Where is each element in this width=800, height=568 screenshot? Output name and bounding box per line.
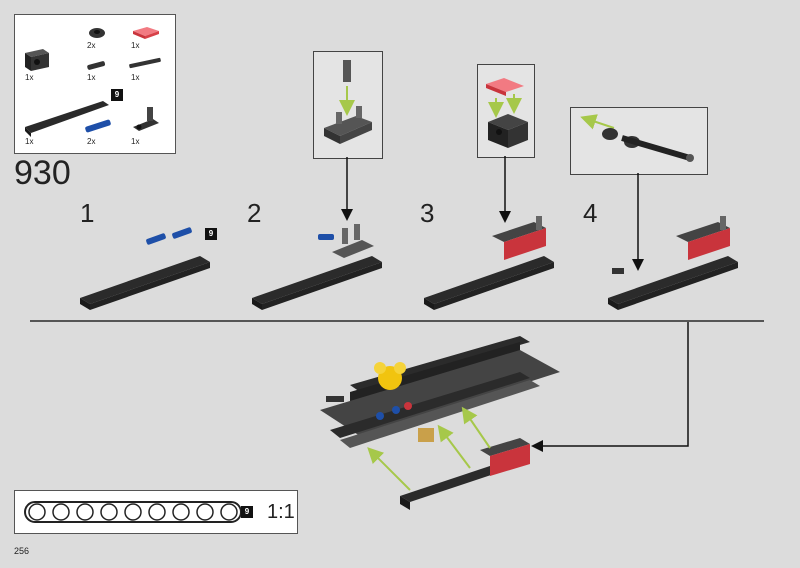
parts-qty: 2x (87, 41, 96, 50)
double-connector-black-icon (133, 107, 159, 131)
callout-4-contents (580, 114, 694, 162)
parts-list-box: 1x 2x 1x 1x 1x 9 1x 2x 1x (14, 14, 176, 154)
substep-2-assembly (252, 224, 382, 310)
tile-red-transparent-icon (133, 27, 159, 39)
substep-number: 2 (247, 198, 262, 228)
connector-black-icon (89, 28, 105, 38)
parts-qty: 2x (87, 137, 96, 146)
final-assembly (320, 336, 560, 510)
page-number: 256 (14, 546, 30, 556)
length-badge: 9 (205, 228, 217, 240)
beam-scale-illustration (24, 501, 242, 523)
parts-qty: 1x (25, 73, 34, 82)
parts-qty: 1x (131, 73, 140, 82)
parts-qty: 1x (131, 41, 140, 50)
substep-3-assembly (424, 216, 554, 310)
section-divider (30, 320, 764, 322)
parts-qty: 1x (87, 73, 96, 82)
substep-1-assembly (80, 227, 210, 310)
step-number: 930 (14, 154, 71, 192)
axle-black-icon (129, 57, 161, 69)
parts-list-illustration (25, 27, 161, 137)
parts-qty: 1x (131, 137, 140, 146)
brick-1x2-black-icon (25, 49, 49, 71)
scale-ruler-box: 9 1:1 (14, 490, 298, 534)
substep-4-assembly (608, 216, 738, 310)
scale-label: 1:1 (267, 501, 295, 523)
beam-9-black-icon (25, 101, 109, 137)
substep-number: 1 (80, 198, 95, 228)
length-badge: 9 (241, 506, 253, 518)
callout-3-contents (486, 78, 528, 148)
substep-number: 3 (420, 198, 435, 228)
pin-blue-icon (85, 119, 111, 133)
parts-qty: 1x (25, 137, 34, 146)
substep-number: 4 (583, 198, 598, 228)
length-badge: 9 (111, 89, 123, 101)
callout-2-contents (324, 60, 372, 144)
pin-black-icon (87, 61, 106, 70)
